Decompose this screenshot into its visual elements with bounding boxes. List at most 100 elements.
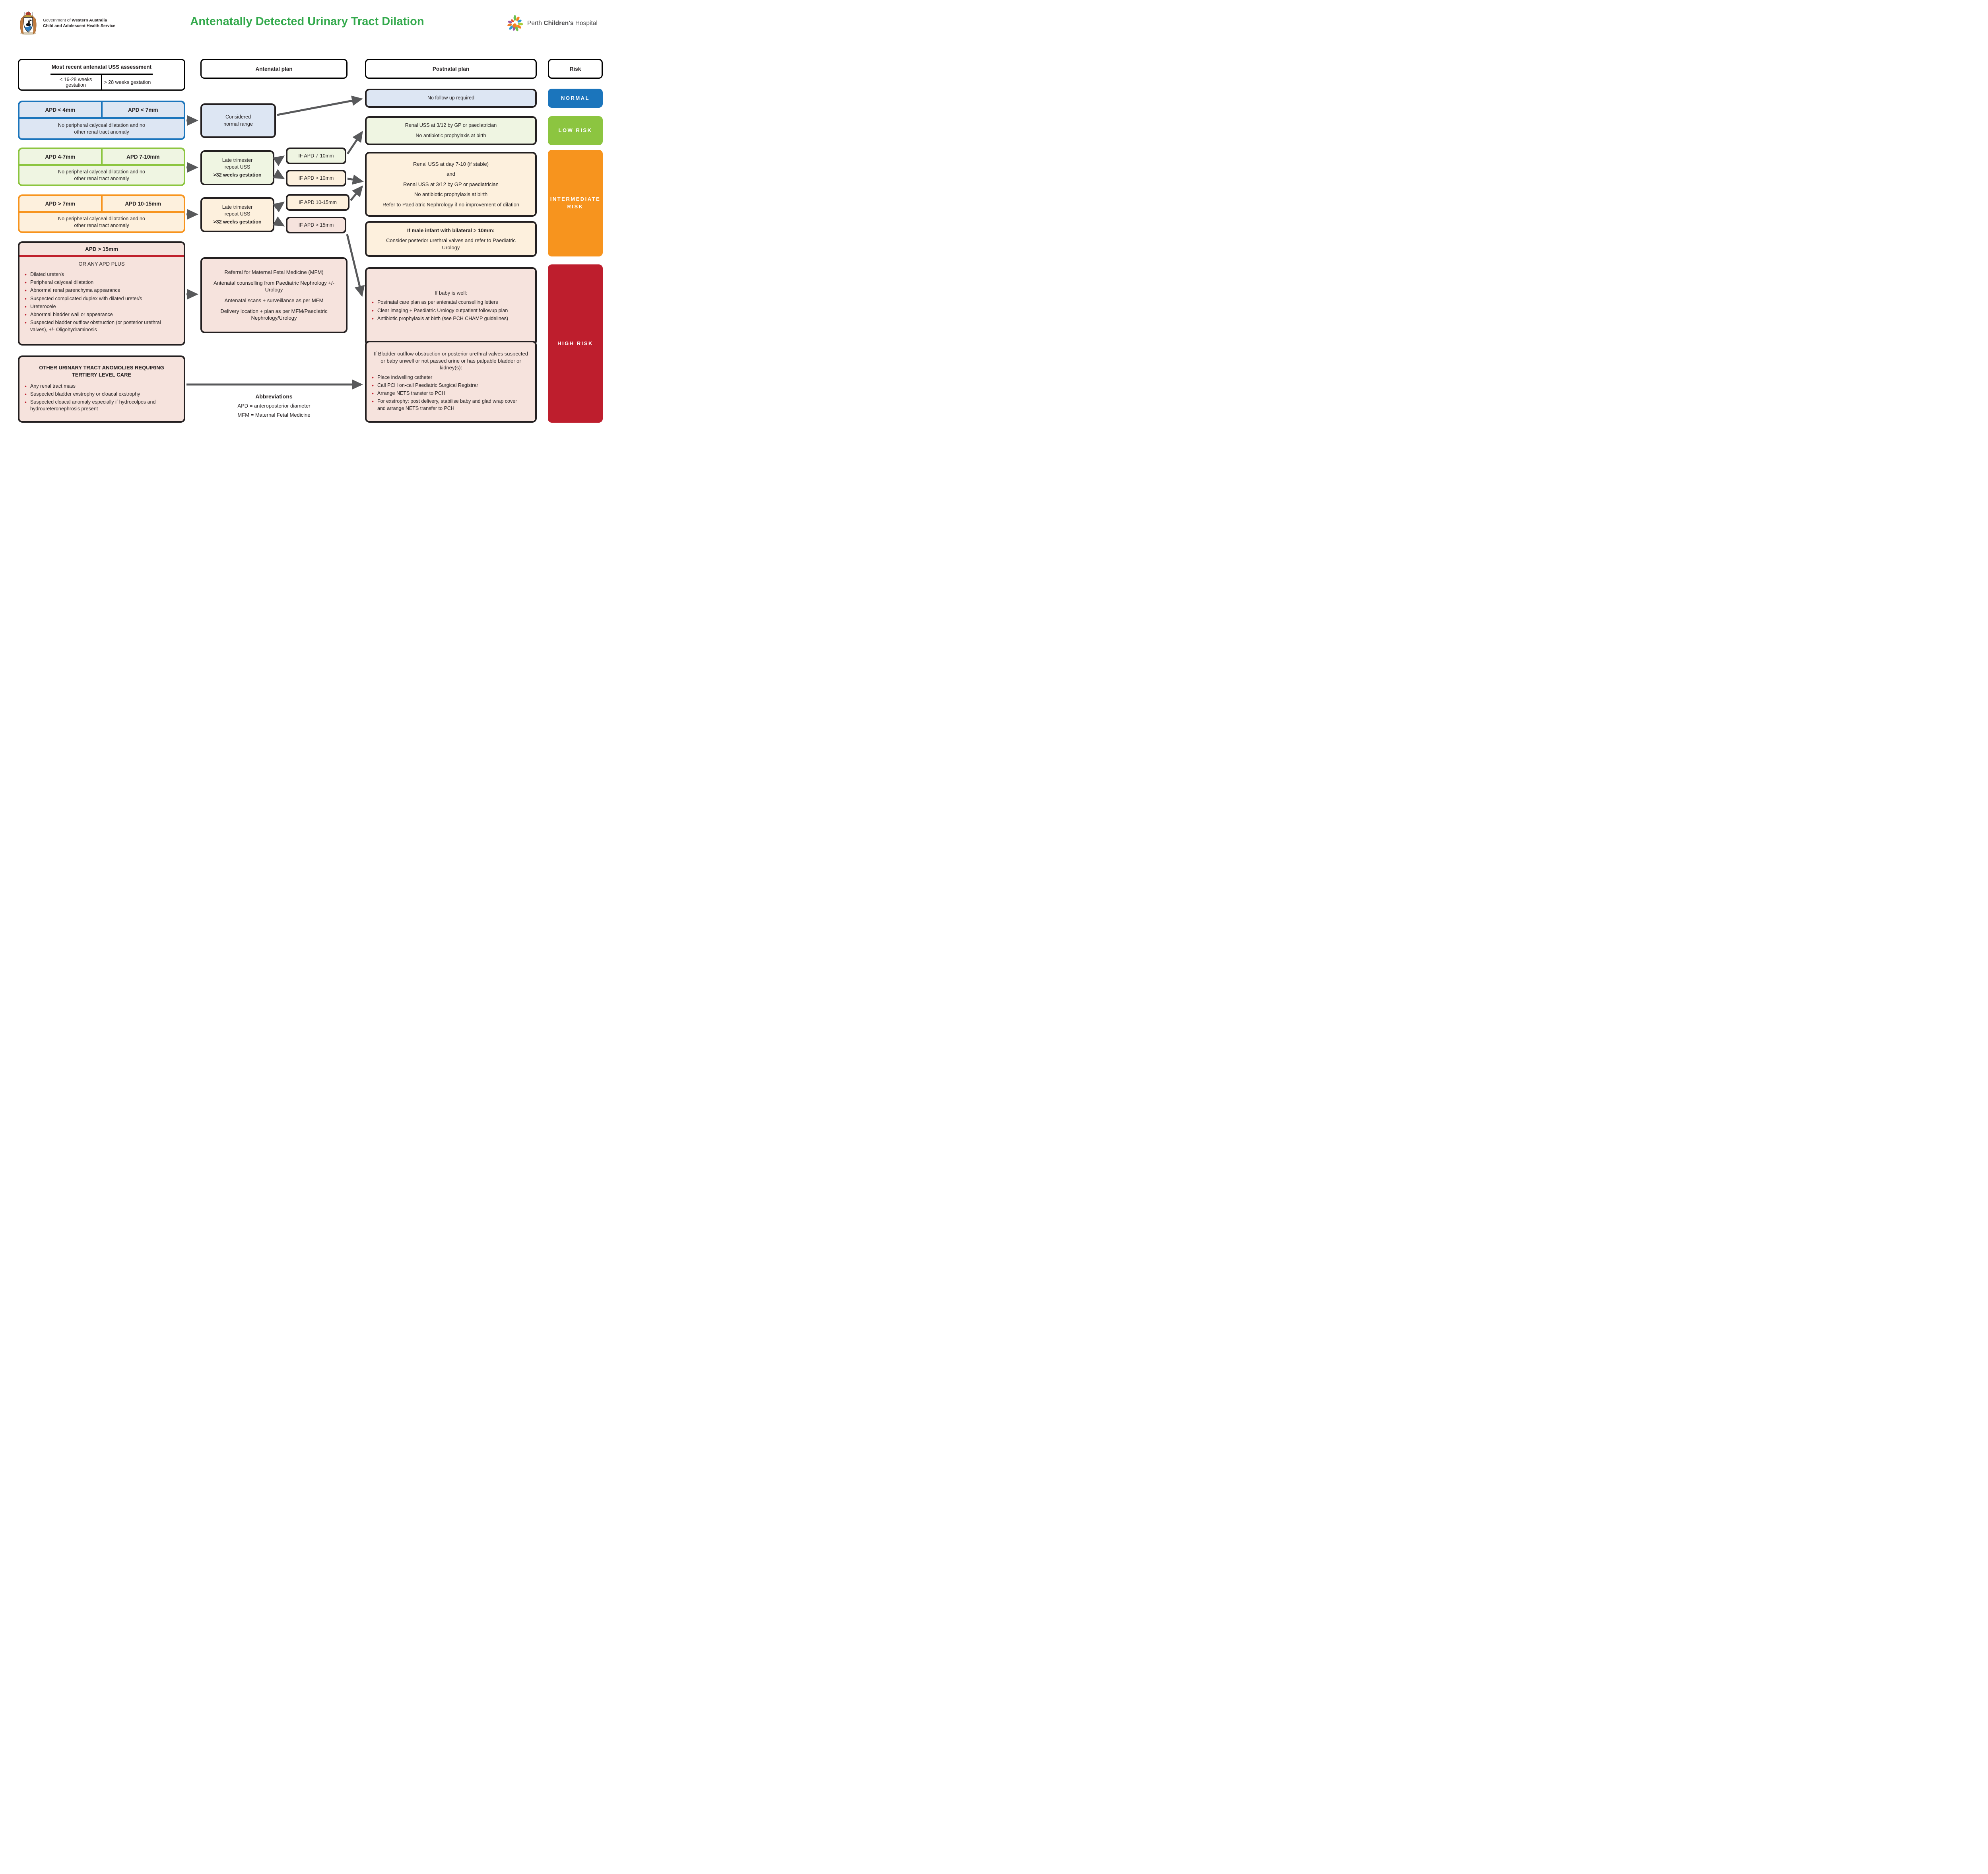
uss-low-apd-late: APD 7-10mm [101,149,184,164]
uss-row-intermediate: APD > 7mm APD 10-15mm No peripheral caly… [18,194,185,233]
postnatal-low-line2: No antibiotic prophylaxis at birth [415,132,486,138]
uss-low-apd-early: APD 4-7mm [45,153,76,160]
postnatal-low-line1: Renal USS at 3/12 by GP or paediatrician [405,122,497,128]
uss-normal-apd-late: APD < 7mm [101,102,184,117]
decision-if-apd-gt-10: IF APD > 10mm [286,170,346,186]
plan-late-trimester-int: Late trimester repeat USS >32 weeks gest… [200,197,274,232]
postnatal-male-infant-title: If male infant with bilateral > 10mm: [407,227,495,233]
abbreviations: Abbreviations APD = anteroposterior diam… [200,393,348,419]
arrow-if-gt-10-to-int-postnatal [347,174,364,185]
plan-late-trimester-int-text: Late trimester repeat USS [222,204,253,217]
arrow-low-plan-to-if-7-10 [272,155,285,166]
arrow-low-plan-to-if-gt-10 [272,169,285,179]
postnatal-bladder-title: If Bladder outflow obstruction or poster… [373,351,528,371]
uss-high-bullets: Dilated ureter/sPeripheral calyceal dila… [24,270,175,334]
uss-high-bullet: Abnormal renal parenchyma appearance [24,287,175,295]
other-anomaly-bullet: Suspected cloacal anomaly especially if … [24,398,175,413]
baby-well-bullet: Clear imaging + Paediatric Urology outpa… [371,307,508,315]
header-uss-subrow: < 16-28 weeks gestation > 28 weeks gesta… [50,74,153,89]
header-uss-early: < 16-28 weeks gestation [59,77,92,88]
postnatal-baby-well: If baby is well: Postnatal care plan as … [365,267,537,346]
pch-word-perth: Perth [527,20,542,27]
uss-row-normal: APD < 4mm APD < 7mm No peripheral calyce… [18,101,185,140]
postnatal-male-infant-text: Consider posterior urethral valves and r… [386,237,516,251]
uss-high-bullet: Suspected complicated duplex with dilate… [24,295,175,303]
plan-considered-normal: Considered normal range [200,103,276,138]
flowchart-page: Government of Western Australia Child an… [0,0,614,433]
postnatal-intermediate-line: Renal USS at 3/12 by GP or paediatrician [403,181,499,187]
plan-mfm-lines: Referral for Maternal Fetal Medicine (MF… [207,269,341,321]
header-uss-assessment: Most recent antenatal USS assessment < 1… [18,59,185,91]
risk-band-intermediate: INTERMEDIATE RISK [548,150,603,256]
uss-high-subheader: OR ANY APD PLUS [78,261,125,267]
postnatal-no-followup: No follow up required [365,89,537,108]
baby-well-bullet: Antibiotic prophylaxis at birth (see PCH… [371,315,508,323]
postnatal-intermediate-line: Refer to Paediatric Nephrology if no imp… [382,201,519,208]
plan-mfm-line: Delivery location + plan as per MFM/Paed… [220,308,328,321]
other-anomalies-bullets: Any renal tract massSuspected bladder ex… [24,382,175,414]
uss-int-apd-late: APD 10-15mm [101,196,184,211]
arrow-plan-to-no-followup [277,95,363,116]
pch-logo: Perth Children's Hospital [506,14,609,33]
gov-wa-text: Government of Western Australia Child an… [43,17,115,29]
uss-high-bullet: Abnormal bladder wall or appearance [24,311,175,319]
postnatal-no-followup-text: No follow up required [427,95,475,101]
uss-high-bullet: Peripheral calyceal dilatation [24,279,175,287]
pch-starburst-icon [507,15,523,31]
uss-high-bullet: Suspected bladder outflow obstruction (o… [24,319,175,333]
other-anomalies-title: OTHER URINARY TRACT ANOMOLIES REQUIRING … [39,365,164,378]
header-antenatal-plan: Antenatal plan [200,59,348,79]
bladder-bullet: Arrange NETS transter to PCH [371,390,522,398]
gov-line2: Child and Adolescent Health Service [43,23,116,28]
abbreviation-line: APD = anteroposterior diameter [237,403,311,409]
plan-late-trimester-low-text: Late trimester repeat USS [222,157,253,170]
plan-late-trimester-low: Late trimester repeat USS >32 weeks gest… [200,150,274,185]
pch-word-hospital: Hospital [575,20,598,27]
arrow-if-7-10-to-low-postnatal [346,130,363,155]
risk-band-normal: NORMAL [548,89,603,108]
wa-coat-of-arms-icon [20,11,37,35]
postnatal-intermediate-line: No antibiotic prophylaxis at birth [414,191,488,198]
plan-mfm-referral: Referral for Maternal Fetal Medicine (MF… [200,257,348,333]
plan-mfm-line: Referral for Maternal Fetal Medicine (MF… [224,269,324,276]
plan-late-trimester-int-bold: >32 weeks gestation [213,219,262,225]
postnatal-baby-well-title: If baby is well: [435,289,467,296]
arrow-if-gt-15-to-baby-well [346,234,365,297]
decision-if-apd-gt-15: IF APD > 15mm [286,217,346,233]
abbreviations-title: Abbreviations [255,393,293,400]
pch-logo-text: Perth Children's Hospital [527,20,598,27]
uss-low-criteria: No peripheral calyceal dilatation and no… [58,169,145,181]
gov-line1-normal: Government of [43,17,72,23]
decision-if-apd-7-10: IF APD 7-10mm [286,148,346,164]
bladder-bullet: For exstrophy: post delivery, stabilise … [371,398,522,412]
uss-row-other-anomalies: OTHER URINARY TRACT ANOMOLIES REQUIRING … [18,355,185,423]
bladder-bullet: Call PCH on-call Paediatric Surgical Reg… [371,382,522,390]
risk-band-low: LOW RISK [548,116,603,145]
uss-row-low: APD 4-7mm APD 7-10mm No peripheral calyc… [18,148,185,186]
postnatal-bladder-bullets: Place indwelling catheterCall PCH on-cal… [371,373,522,413]
postnatal-low-risk: Renal USS at 3/12 by GP or paediatrician… [365,116,537,145]
arrow-int-plan-to-if-gt-15 [272,216,285,227]
uss-normal-apd-early: APD < 4mm [45,107,75,113]
uss-int-apd-early: APD > 7mm [45,200,75,207]
uss-high-bullet: Dilated ureter/s [24,271,175,279]
header-uss-title: Most recent antenatal USS assessment [51,64,152,70]
plan-mfm-line: Antenatal counselling from Paediatric Ne… [214,280,334,293]
bladder-bullet: Place indwelling catheter [371,374,522,382]
uss-int-criteria: No peripheral calyceal dilatation and no… [58,216,145,228]
plan-considered-normal-text: Considered normal range [223,114,253,127]
page-title: Antenatally Detected Urinary Tract Dilat… [190,15,424,28]
uss-high-header: APD > 15mm [19,243,184,257]
plan-mfm-line: Antenatal scans + surveillance as per MF… [224,297,324,303]
abbreviation-line: MFM = Maternal Fetal Medicine [237,412,311,418]
uss-row-high: APD > 15mm OR ANY APD PLUS Dilated urete… [18,241,185,346]
baby-well-bullet: Postnatal care plan as per antenatal cou… [371,299,508,307]
uss-high-bullet: Ureterocele [24,303,175,311]
other-anomaly-bullet: Suspected bladder exstrophy or cloacal e… [24,390,175,398]
postnatal-intermediate-line: and [447,171,455,177]
postnatal-intermediate-line: Renal USS at day 7-10 (if stable) [413,161,489,167]
plan-late-trimester-low-bold: >32 weeks gestation [213,172,262,178]
arrow-if-10-15-to-int-postnatal [350,185,363,201]
